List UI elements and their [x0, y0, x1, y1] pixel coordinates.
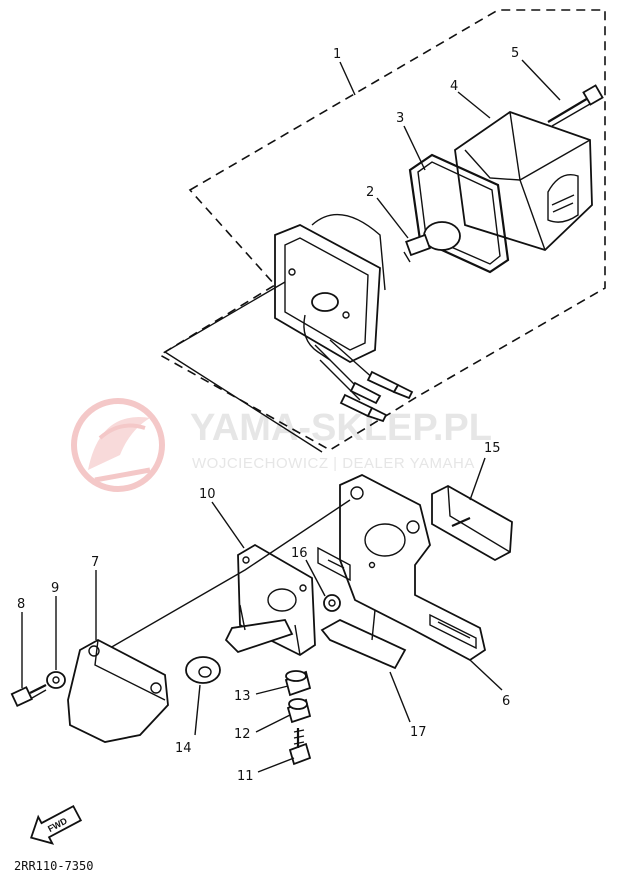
side-reflector [431, 484, 513, 562]
callout-3: 3 [396, 111, 404, 126]
mounting-plate [224, 543, 316, 657]
lens-screw [547, 84, 604, 127]
callout-13: 13 [234, 689, 251, 704]
wire-terminals [339, 370, 414, 423]
cover-washer [46, 671, 66, 689]
callout-10: 10 [199, 487, 216, 502]
watermark-subtitle: WOJCIECHOWICZ | DEALER YAMAHA [192, 455, 475, 472]
callout-12: 12 [234, 727, 251, 742]
callout-17: 17 [410, 725, 427, 740]
callout-4: 4 [450, 79, 458, 94]
watermark: YAMA-SKLEP.PL WOJCIECHOWICZ | DEALER YAM… [71, 398, 492, 492]
callout-14: 14 [175, 741, 192, 756]
callout-1: 1 [333, 47, 341, 62]
cap-nut [284, 670, 312, 697]
callout-7: 7 [91, 555, 99, 570]
callout-16: 16 [291, 546, 308, 561]
reflector-nut [323, 594, 341, 612]
mount-leader [109, 499, 351, 649]
assembly-boundary [158, 9, 606, 451]
watermark-title: YAMA-SKLEP.PL [190, 407, 492, 449]
reference-code: 2RR110-7350 [14, 859, 93, 873]
callout-labels: 1 2 3 4 5 6 7 8 9 10 11 12 13 14 15 16 1… [17, 46, 519, 784]
callout-5: 5 [511, 46, 519, 61]
hex-nut [286, 698, 312, 724]
callout-15: 15 [484, 441, 501, 456]
callout-9: 9 [51, 581, 59, 596]
callout-leaders [21, 59, 561, 773]
callout-6: 6 [502, 694, 510, 709]
callout-2: 2 [366, 185, 374, 200]
lens-housing [454, 110, 593, 252]
lamp-base [274, 213, 386, 401]
plate-reflector [320, 609, 407, 670]
bulb [403, 221, 461, 263]
fwd-arrow-icon: FWD [29, 804, 83, 845]
callout-8: 8 [17, 597, 25, 612]
hex-bolt [288, 728, 312, 766]
cover-bolt [10, 684, 47, 708]
license-bracket [317, 473, 487, 662]
watermark-logo-icon [71, 398, 165, 492]
rear-cover [67, 638, 169, 743]
callout-11: 11 [237, 769, 254, 784]
assembly-leader [163, 281, 323, 453]
grommet [185, 656, 221, 684]
